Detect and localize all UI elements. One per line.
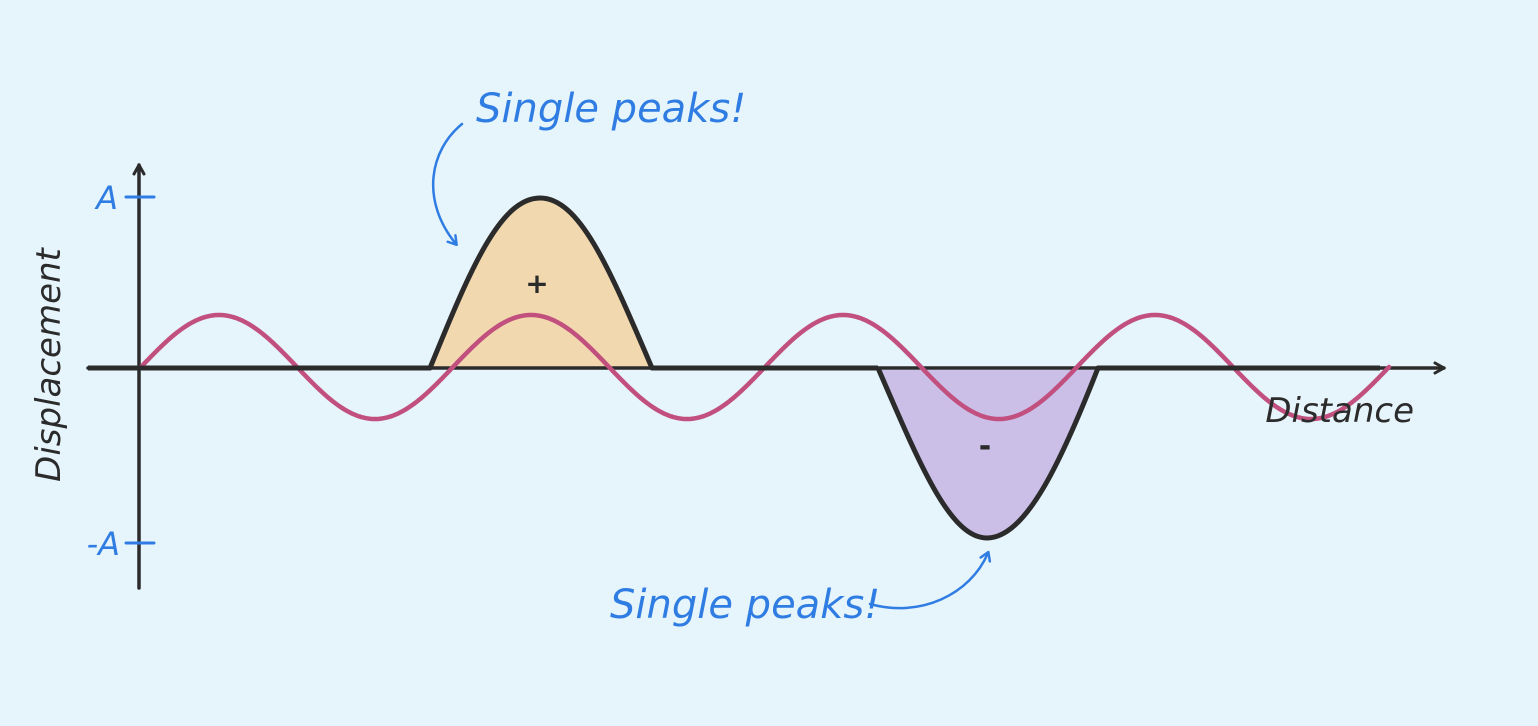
tick-label-a: A bbox=[94, 179, 118, 217]
annotation-bottom-arrow bbox=[868, 550, 992, 610]
negative-pulse-outline bbox=[875, 365, 1380, 541]
y-axis-label: Displacement bbox=[29, 246, 69, 481]
annotation-bottom: Single peaks! bbox=[610, 582, 880, 628]
positive-pulse-outline bbox=[88, 195, 878, 371]
annotation-top: Single peaks! bbox=[476, 86, 746, 132]
annotation-top-arrow bbox=[431, 122, 464, 247]
positive-pulse-fill bbox=[430, 198, 652, 368]
positive-sign: + bbox=[525, 267, 548, 300]
x-axis-label: Distance bbox=[1265, 391, 1414, 431]
negative-pulse-fill bbox=[878, 370, 1098, 538]
tick-label-minus-a: -A bbox=[87, 525, 120, 563]
negative-sign: - bbox=[979, 429, 991, 464]
